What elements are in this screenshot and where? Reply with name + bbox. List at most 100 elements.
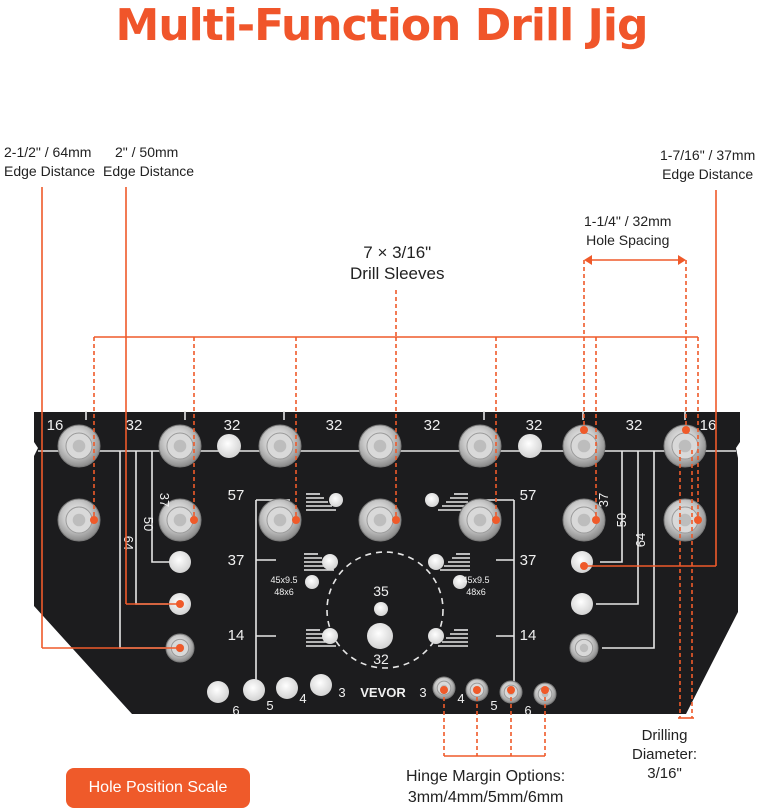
margin-hole-left bbox=[243, 679, 265, 701]
left-margin-label: 6 bbox=[232, 703, 239, 718]
top-scale-label: 32 bbox=[126, 417, 143, 434]
left-margin-label: 3 bbox=[338, 685, 345, 700]
hole-position-scale-button[interactable]: Hole Position Scale bbox=[66, 768, 250, 808]
top-scale-label: 32 bbox=[424, 417, 441, 434]
orange-guide-lines bbox=[41, 187, 717, 757]
sleeve-bore bbox=[72, 439, 86, 453]
sleeve-bore bbox=[678, 513, 692, 527]
sleeve-bore bbox=[473, 513, 487, 527]
margin-hole-left bbox=[310, 674, 332, 696]
left-row-label: 57 bbox=[228, 487, 245, 504]
margin-hole-left bbox=[207, 681, 229, 703]
sleeve-bore bbox=[577, 513, 591, 527]
center-pin-hole bbox=[374, 602, 388, 616]
top-hole bbox=[518, 434, 542, 458]
drilling-diameter-callout: Drilling Diameter: 3/16" bbox=[632, 727, 698, 782]
edge-guide-37-left bbox=[151, 451, 170, 563]
sleeve-dot bbox=[190, 516, 198, 524]
sleeve-bore bbox=[173, 513, 187, 527]
edge-mark-left: 37 bbox=[157, 493, 172, 507]
top-scale-label: 32 bbox=[326, 417, 343, 434]
top-scale-label: 32 bbox=[224, 417, 241, 434]
sleeve-bore bbox=[173, 439, 187, 453]
edge-mark-left: 50 bbox=[141, 517, 156, 531]
edge-37-callout: 1-7/16" / 37mm Edge Distance bbox=[660, 147, 756, 182]
sleeve-bore bbox=[577, 439, 591, 453]
edge-guide-50-right bbox=[596, 451, 639, 605]
edge-64-callout: 2-1/2" / 64mm Edge Distance bbox=[4, 144, 96, 179]
hinge-pin-hole bbox=[453, 575, 467, 589]
hinge-slot bbox=[322, 628, 338, 644]
hinge-dot bbox=[507, 686, 515, 694]
hinge-size-label: 45x9.5 bbox=[462, 575, 489, 585]
edge-guide-64-right bbox=[602, 451, 655, 649]
top-scale-label: 16 bbox=[700, 417, 717, 434]
sleeve-dot bbox=[90, 516, 98, 524]
hinge-size-label: 48x6 bbox=[274, 587, 294, 597]
sleeve-bore bbox=[273, 513, 287, 527]
hinge-dot bbox=[473, 686, 481, 694]
sleeve-dot bbox=[492, 516, 500, 524]
spacing-arrow-head bbox=[678, 255, 686, 265]
sleeve-dot bbox=[592, 516, 600, 524]
edge-mark-left: 64 bbox=[121, 536, 136, 550]
center-width-label: 32 bbox=[373, 651, 389, 667]
sleeve-dot bbox=[392, 516, 400, 524]
edge-mark-right: 64 bbox=[633, 533, 648, 547]
right-margin-label: 4 bbox=[457, 691, 464, 706]
top-scale-label: 32 bbox=[526, 417, 543, 434]
hinge-margin-callout: Hinge Margin Options: 3mm/4mm/5mm/6mm bbox=[406, 768, 566, 806]
top-hole bbox=[217, 434, 241, 458]
page-title: Multi-Function Drill Jig bbox=[115, 0, 649, 51]
edge-mark-right: 50 bbox=[614, 513, 629, 527]
jig-plate bbox=[34, 412, 740, 714]
edge-guide-37-right bbox=[600, 451, 623, 563]
sleeve-bore bbox=[72, 513, 86, 527]
hinge-slot bbox=[322, 554, 338, 570]
drill-sleeves-callout: 7 × 3/16" Drill Sleeves bbox=[350, 243, 445, 283]
margin-hole-left bbox=[276, 677, 298, 699]
hinge-pin-hole bbox=[305, 575, 319, 589]
sleeve-bore bbox=[678, 439, 692, 453]
top-scale-label: 32 bbox=[626, 417, 643, 434]
edge-50-callout: 2" / 50mm Edge Distance bbox=[103, 144, 195, 179]
right-margin-label: 6 bbox=[524, 703, 531, 718]
sleeve-bore bbox=[579, 643, 589, 653]
plate-holes bbox=[169, 434, 593, 703]
left-row-label: 14 bbox=[228, 627, 245, 644]
hinge-size-label: 48x6 bbox=[466, 587, 486, 597]
edge-hole bbox=[571, 593, 593, 615]
right-margin-label: 5 bbox=[490, 698, 497, 713]
sleeve-dot bbox=[694, 516, 702, 524]
hinge-dot bbox=[541, 686, 549, 694]
right-row-label: 57 bbox=[520, 487, 537, 504]
hinge-slot bbox=[425, 493, 439, 507]
drill-sleeves bbox=[57, 424, 707, 706]
sleeve-bore bbox=[373, 513, 387, 527]
right-row-label: 14 bbox=[520, 627, 537, 644]
sleeve-dot bbox=[292, 516, 300, 524]
brand-logo: VEVOR bbox=[360, 685, 406, 700]
hinge-dot bbox=[440, 686, 448, 694]
left-margin-label: 5 bbox=[266, 698, 273, 713]
hinge-slot bbox=[329, 493, 343, 507]
hinge-slot bbox=[428, 628, 444, 644]
hinge-cup-outline bbox=[326, 551, 444, 669]
edge-hole bbox=[571, 551, 593, 573]
spacing-dot bbox=[682, 426, 690, 434]
left-margin-label: 4 bbox=[299, 691, 306, 706]
sleeve-bore bbox=[373, 439, 387, 453]
right-row-label: 37 bbox=[520, 552, 537, 569]
spacing-arrow-head bbox=[584, 255, 592, 265]
left-row-label: 37 bbox=[228, 552, 245, 569]
edge-64-dot bbox=[176, 644, 184, 652]
right-margin-label: 3 bbox=[419, 685, 426, 700]
hole-spacing-callout: 1-1/4" / 32mm Hole Spacing bbox=[584, 213, 672, 248]
spacing-dot bbox=[580, 426, 588, 434]
sleeve-bore bbox=[273, 439, 287, 453]
center-hole bbox=[367, 623, 393, 649]
center-depth-label: 35 bbox=[373, 583, 389, 599]
hinge-slot bbox=[428, 554, 444, 570]
